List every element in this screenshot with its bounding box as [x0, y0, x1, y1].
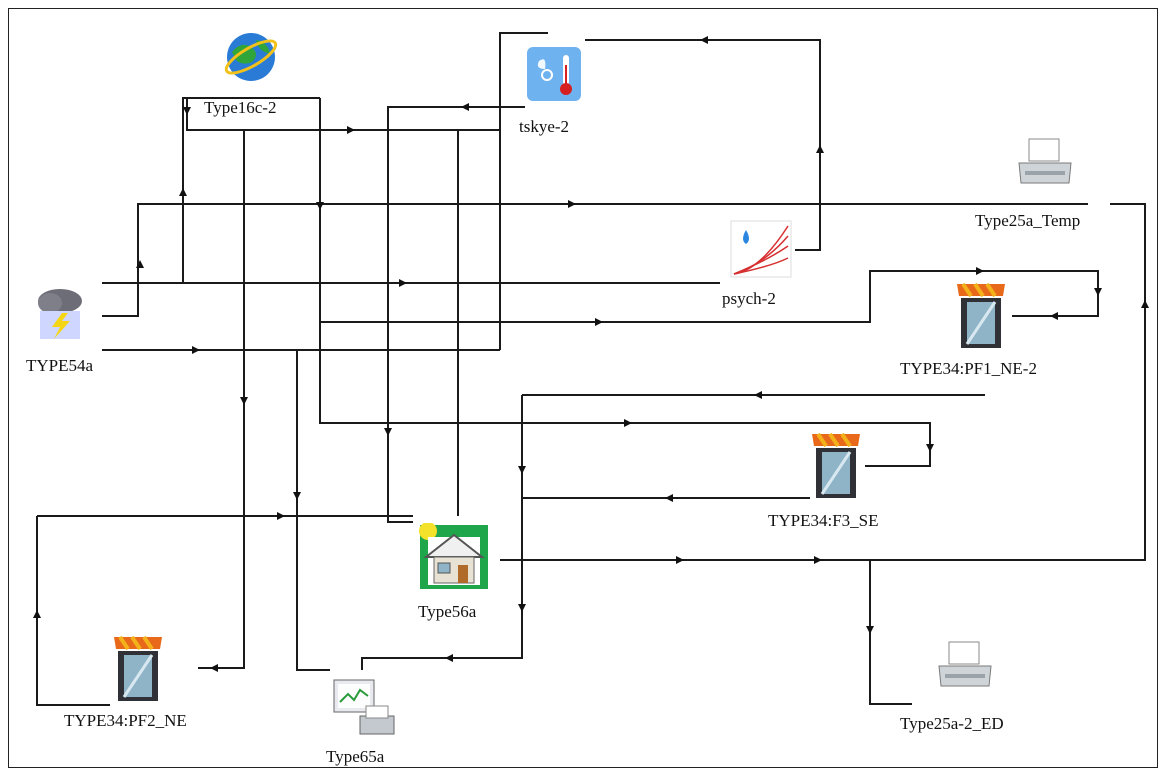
type25a-temp-component[interactable]: [1015, 135, 1075, 191]
psych-component[interactable]: [730, 220, 792, 278]
type54a-label: TYPE54a: [26, 356, 94, 375]
pf1-label: TYPE34:PF1_NE-2: [900, 359, 1037, 378]
f3-label: TYPE34:F3_SE: [768, 511, 879, 530]
type25a-temp-label: Type25a_Temp: [975, 211, 1081, 230]
pf2-component[interactable]: [112, 635, 164, 703]
tskye-label: tskye-2: [519, 117, 570, 136]
type25a2-component[interactable]: [935, 638, 995, 694]
pf1-component[interactable]: [955, 282, 1007, 350]
printer-icon: [1018, 138, 1072, 184]
psychrometric-chart-icon: [730, 220, 792, 278]
online-plotter-icon: [333, 679, 395, 735]
building-house-icon: [419, 522, 488, 589]
type56a-label: Type56a: [418, 602, 477, 621]
printer-icon: [938, 641, 992, 687]
weather-storm-icon: [38, 289, 82, 339]
window-awning-icon: [114, 635, 162, 701]
window-awning-icon: [812, 432, 860, 498]
type65a-component[interactable]: [330, 676, 398, 738]
window-awning-icon: [957, 282, 1005, 348]
type56a-component[interactable]: [418, 522, 490, 591]
psych-label: psych-2: [722, 289, 776, 308]
type16c-label: Type16c-2: [204, 98, 277, 117]
f3-component[interactable]: [810, 432, 862, 500]
sky-temperature-icon: [527, 47, 581, 101]
flow-arrows: [33, 36, 1149, 672]
type65a-label: Type65a: [326, 747, 385, 766]
globe-icon: [224, 33, 278, 81]
type25a2-label: Type25a-2_ED: [900, 714, 1004, 733]
diagram-canvas-frame: [8, 8, 1158, 768]
type16c-component[interactable]: [222, 28, 280, 86]
pf2-label: TYPE34:PF2_NE: [64, 711, 187, 730]
type54a-component[interactable]: [32, 285, 87, 343]
tskye-component[interactable]: [525, 45, 583, 103]
